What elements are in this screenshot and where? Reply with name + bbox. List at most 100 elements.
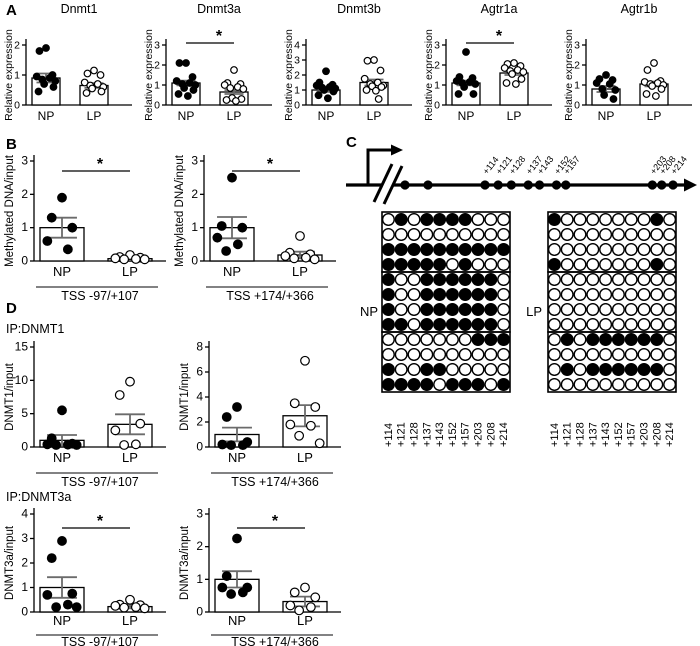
svg-text:*: * xyxy=(97,156,104,173)
svg-text:Relative expression: Relative expression xyxy=(143,29,155,121)
svg-text:0: 0 xyxy=(21,440,28,454)
svg-text:1: 1 xyxy=(574,80,580,92)
ip-dnmt1-header: IP:DNMT1 xyxy=(6,322,65,336)
svg-text:Dnmt1: Dnmt1 xyxy=(61,2,98,16)
svg-text:+152: +152 xyxy=(613,422,625,447)
svg-text:1: 1 xyxy=(434,80,440,92)
svg-text:4: 4 xyxy=(21,507,28,521)
svg-text:TSS -97/+107: TSS -97/+107 xyxy=(61,289,139,302)
svg-text:0: 0 xyxy=(294,100,300,112)
svg-text:LP: LP xyxy=(367,109,382,123)
lp-grid-label: LP xyxy=(526,304,542,319)
svg-text:TSS -97/+107: TSS -97/+107 xyxy=(61,475,139,488)
svg-text:NP: NP xyxy=(53,613,71,628)
svg-text:Methylated DNA/input: Methylated DNA/input xyxy=(174,154,186,267)
svg-text:2: 2 xyxy=(196,415,203,429)
lp-methylation-grid: +114+121+128+137+143+152+157+203+208+214 xyxy=(544,210,680,460)
svg-text:10: 10 xyxy=(15,373,29,387)
svg-text:LP: LP xyxy=(647,109,662,123)
svg-text:Dnmt3b: Dnmt3b xyxy=(337,2,381,16)
svg-text:Agtr1a: Agtr1a xyxy=(481,2,518,16)
svg-text:+208: +208 xyxy=(485,422,497,447)
svg-text:LP: LP xyxy=(292,264,308,279)
svg-text:NP: NP xyxy=(228,613,246,628)
svg-text:2: 2 xyxy=(14,40,20,52)
svg-text:LP: LP xyxy=(297,613,313,628)
svg-text:1: 1 xyxy=(14,70,20,82)
np-grid-label: NP xyxy=(359,304,378,319)
svg-text:NP: NP xyxy=(223,264,241,279)
svg-text:1: 1 xyxy=(294,85,300,97)
svg-text:Relative expression: Relative expression xyxy=(563,29,575,121)
svg-text:TSS +174/+366: TSS +174/+366 xyxy=(231,635,319,646)
svg-text:1: 1 xyxy=(154,80,160,92)
svg-text:+121: +121 xyxy=(562,422,574,447)
svg-text:0: 0 xyxy=(574,100,580,112)
ip-dnmt3a-header: IP:DNMT3a xyxy=(6,490,72,504)
svg-text:5: 5 xyxy=(21,406,28,420)
svg-text:15: 15 xyxy=(15,340,29,354)
svg-text:2: 2 xyxy=(154,60,160,72)
svg-text:0: 0 xyxy=(191,254,198,268)
svg-text:*: * xyxy=(216,28,223,45)
svg-text:3: 3 xyxy=(434,40,440,52)
svg-text:+114: +114 xyxy=(549,423,561,447)
svg-text:0: 0 xyxy=(14,100,20,112)
svg-text:LP: LP xyxy=(87,109,102,123)
svg-text:DNMT3a/input: DNMT3a/input xyxy=(4,525,16,600)
svg-text:+114: +114 xyxy=(383,423,395,447)
svg-text:+137: +137 xyxy=(587,422,599,447)
svg-text:+143: +143 xyxy=(434,422,446,447)
svg-text:3: 3 xyxy=(191,154,198,168)
svg-text:DNMT3a/input: DNMT3a/input xyxy=(179,525,191,600)
svg-text:0: 0 xyxy=(154,100,160,112)
svg-text:+128: +128 xyxy=(409,422,421,447)
svg-text:4: 4 xyxy=(294,40,300,52)
svg-text:LP: LP xyxy=(507,109,522,123)
svg-text:2: 2 xyxy=(574,60,580,72)
svg-text:LP: LP xyxy=(122,450,138,465)
svg-text:*: * xyxy=(272,513,279,530)
svg-text:3: 3 xyxy=(154,40,160,52)
svg-text:2: 2 xyxy=(191,187,198,201)
svg-text:+128: +128 xyxy=(575,422,587,447)
svg-text:+143: +143 xyxy=(600,422,612,447)
svg-text:0: 0 xyxy=(196,605,203,619)
svg-text:1: 1 xyxy=(196,572,203,586)
svg-text:LP: LP xyxy=(122,613,138,628)
svg-text:+203: +203 xyxy=(639,422,651,447)
panel-b-label: B xyxy=(6,136,17,153)
svg-text:NP: NP xyxy=(53,450,71,465)
svg-text:1: 1 xyxy=(191,220,198,234)
svg-text:LP: LP xyxy=(227,109,242,123)
svg-text:3: 3 xyxy=(574,40,580,52)
svg-text:+214: +214 xyxy=(498,422,510,447)
svg-text:NP: NP xyxy=(228,450,246,465)
svg-text:Relative expression: Relative expression xyxy=(283,29,295,121)
svg-text:Relative expression: Relative expression xyxy=(3,29,15,121)
svg-text:3: 3 xyxy=(21,531,28,545)
gene-cpg-diagram: +114+121+128+137+143+152+157+203+208+214 xyxy=(340,138,700,211)
svg-text:8: 8 xyxy=(196,340,203,354)
svg-text:0: 0 xyxy=(21,254,28,268)
svg-text:+214: +214 xyxy=(664,422,676,447)
svg-text:+208: +208 xyxy=(651,422,663,447)
panel-a-label: A xyxy=(6,2,17,19)
svg-text:TSS -97/+107: TSS -97/+107 xyxy=(61,635,139,646)
svg-text:2: 2 xyxy=(196,539,203,553)
svg-text:0: 0 xyxy=(196,440,203,454)
svg-text:+152: +152 xyxy=(447,422,459,447)
svg-text:*: * xyxy=(496,28,503,45)
svg-text:DNMT1/input: DNMT1/input xyxy=(179,362,191,431)
svg-text:3: 3 xyxy=(21,154,28,168)
svg-text:2: 2 xyxy=(294,70,300,82)
svg-text:*: * xyxy=(97,513,104,530)
svg-text:+203: +203 xyxy=(473,422,485,447)
